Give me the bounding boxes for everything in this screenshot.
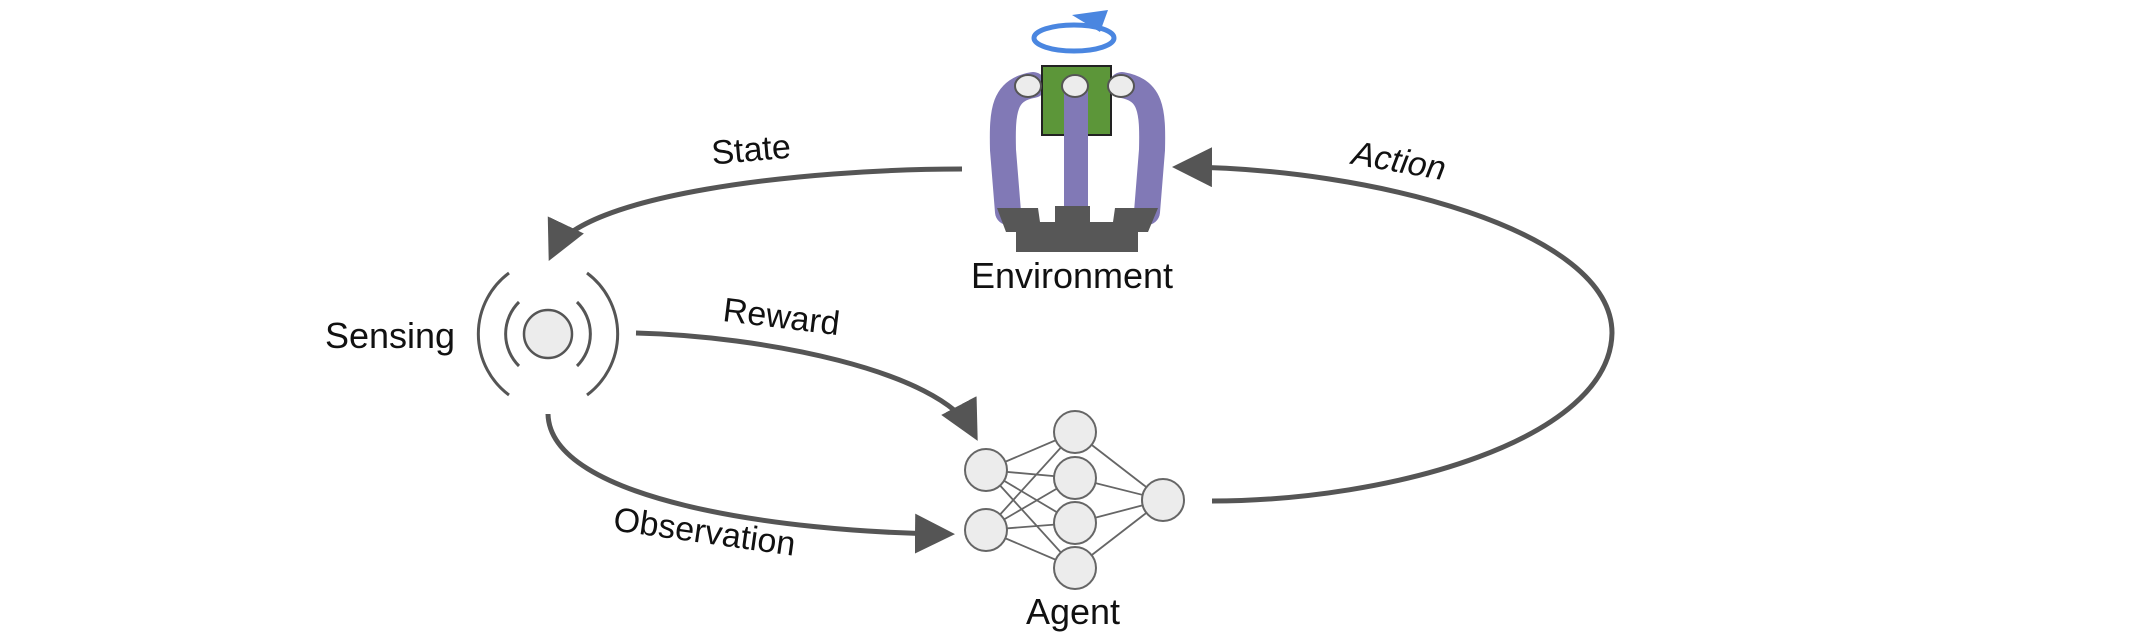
action-label: Action (1347, 134, 1449, 188)
state-arrow (547, 166, 963, 262)
robot-hand-icon (989, 10, 1166, 252)
neural-network-icon (964, 410, 1185, 590)
rotate-arrow-icon (1031, 10, 1117, 54)
action-arrow (1172, 147, 1615, 504)
sensing-label: Sensing (325, 315, 455, 356)
environment-label: Environment (971, 255, 1173, 296)
reward-arrow (635, 330, 978, 441)
agent-label: Agent (1026, 591, 1120, 632)
reward-label: Reward (721, 291, 842, 343)
sensor-icon (476, 271, 620, 397)
observation-arrow (545, 413, 955, 554)
state-label: State (710, 128, 792, 173)
